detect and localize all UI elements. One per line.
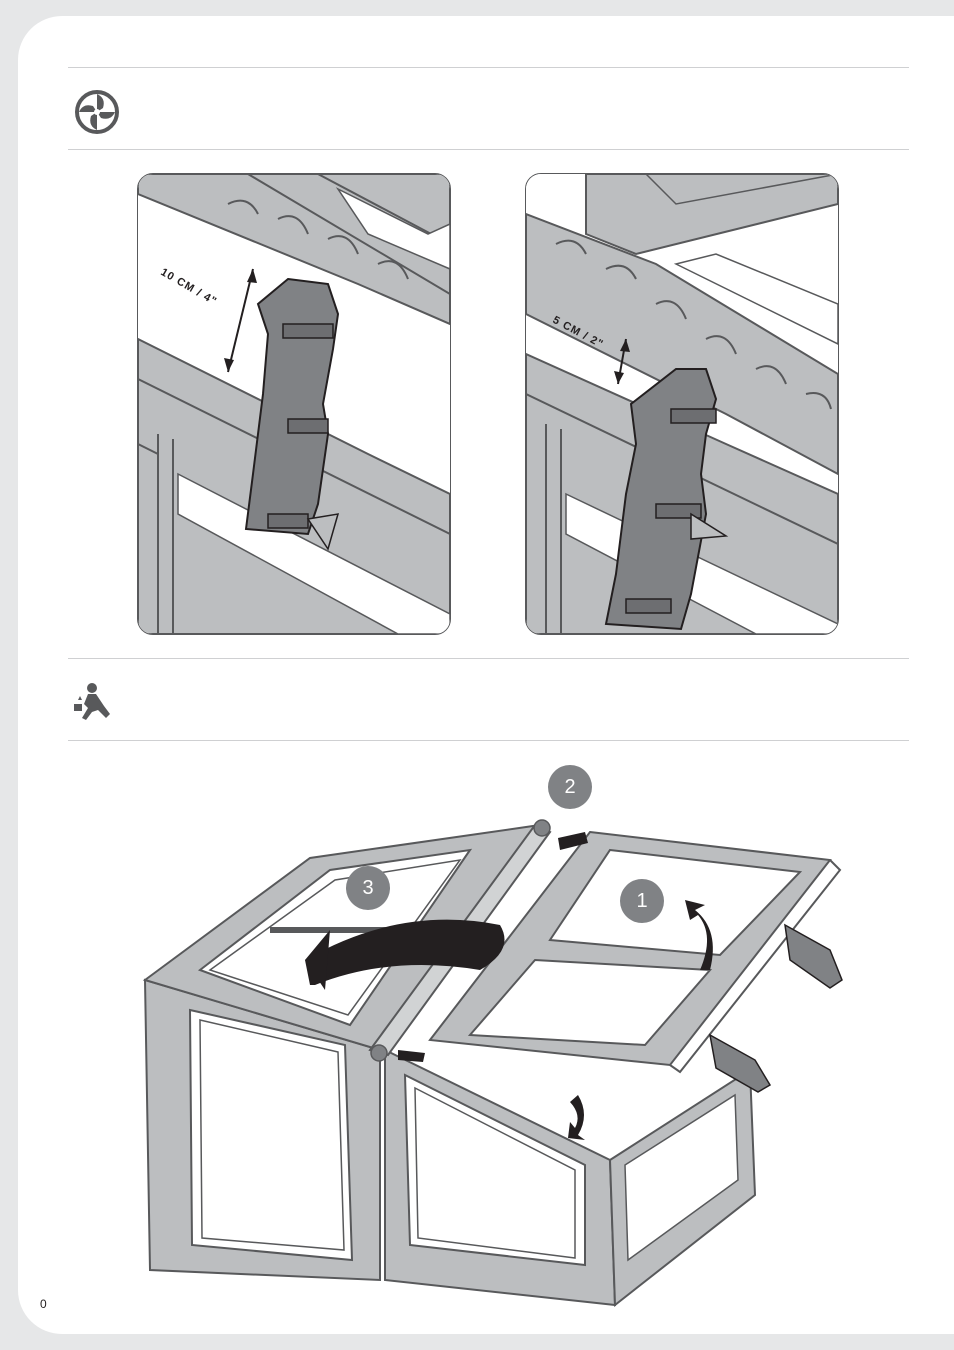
rule-below-vent [68, 149, 909, 150]
step-badge-1: 1 [620, 879, 664, 923]
person-kneeling-icon [72, 682, 114, 722]
detail-panel-5cm: 5 CM / 2" [525, 173, 839, 635]
detail-panel-10cm: 10 CM / 4" [137, 173, 451, 635]
step-badge-3: 3 [346, 866, 390, 910]
rule-above-person [68, 658, 909, 659]
step-badge-2: 2 [548, 765, 592, 809]
fan-vent-icon [73, 88, 121, 136]
top-rule [68, 67, 909, 68]
vent-opener-illustration-5cm: 5 CM / 2" [526, 174, 838, 634]
greenhouse-lid-illustration [130, 810, 860, 1310]
rule-below-person [68, 740, 909, 741]
page-number: 0 [40, 1297, 47, 1311]
vent-opener-illustration-10cm: 10 CM / 4" [138, 174, 450, 634]
